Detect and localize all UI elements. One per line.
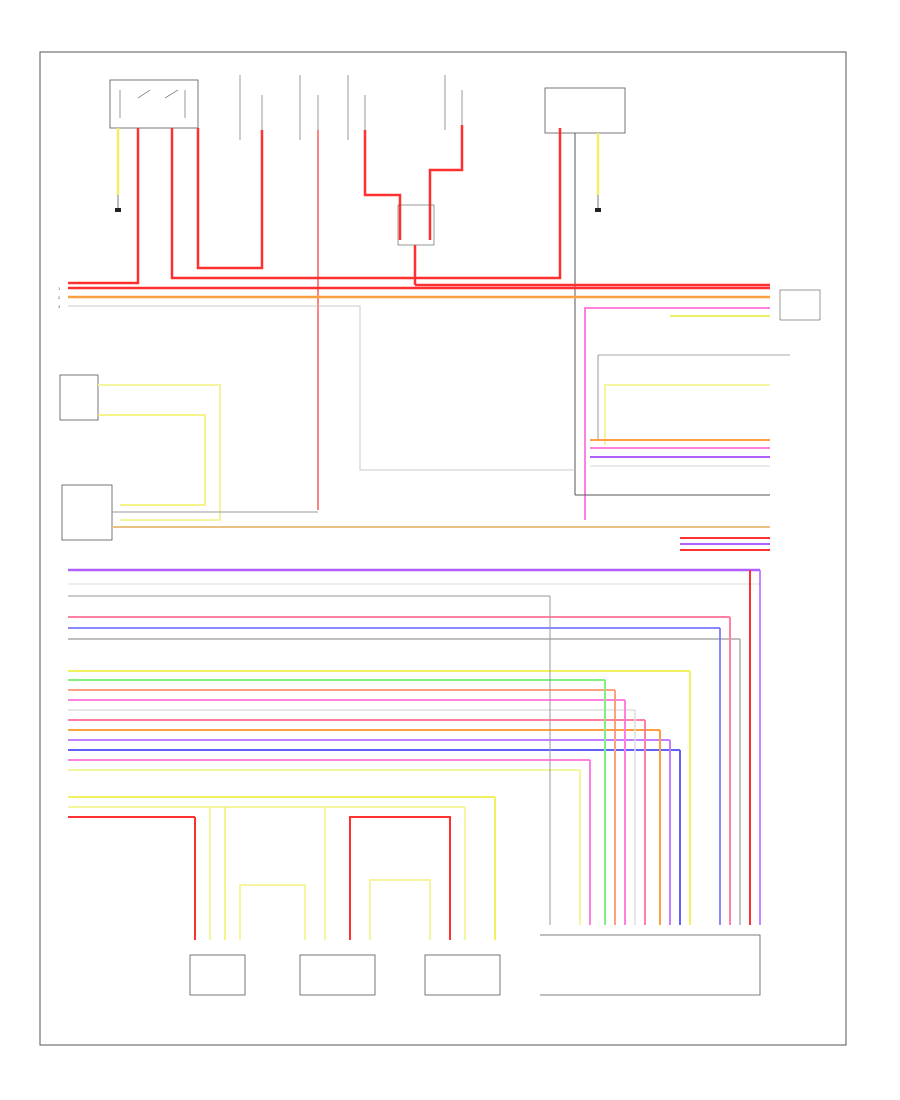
svg-text:2: 2 — [58, 295, 61, 300]
ground-right — [595, 195, 601, 212]
bottom-sensor-2 — [299, 954, 376, 996]
right-middle-group — [575, 354, 790, 496]
left-sensor — [59, 374, 99, 421]
top-right-module — [544, 87, 626, 134]
fuse-3 — [347, 75, 366, 140]
top-left-relay — [109, 79, 199, 129]
fuse-4 — [444, 75, 463, 130]
svg-text:3: 3 — [58, 304, 61, 309]
ground-left — [115, 195, 121, 212]
bottom-right-module — [540, 934, 761, 996]
bottom-sensor-3 — [424, 954, 501, 996]
fuse-1 — [239, 75, 263, 140]
svg-text:1: 1 — [58, 286, 61, 291]
right-top-connector — [584, 289, 821, 520]
left-module — [61, 484, 113, 541]
fuse-2 — [299, 75, 319, 140]
bottom-sensor-1 — [189, 954, 246, 996]
diagram-frame — [39, 51, 847, 1046]
